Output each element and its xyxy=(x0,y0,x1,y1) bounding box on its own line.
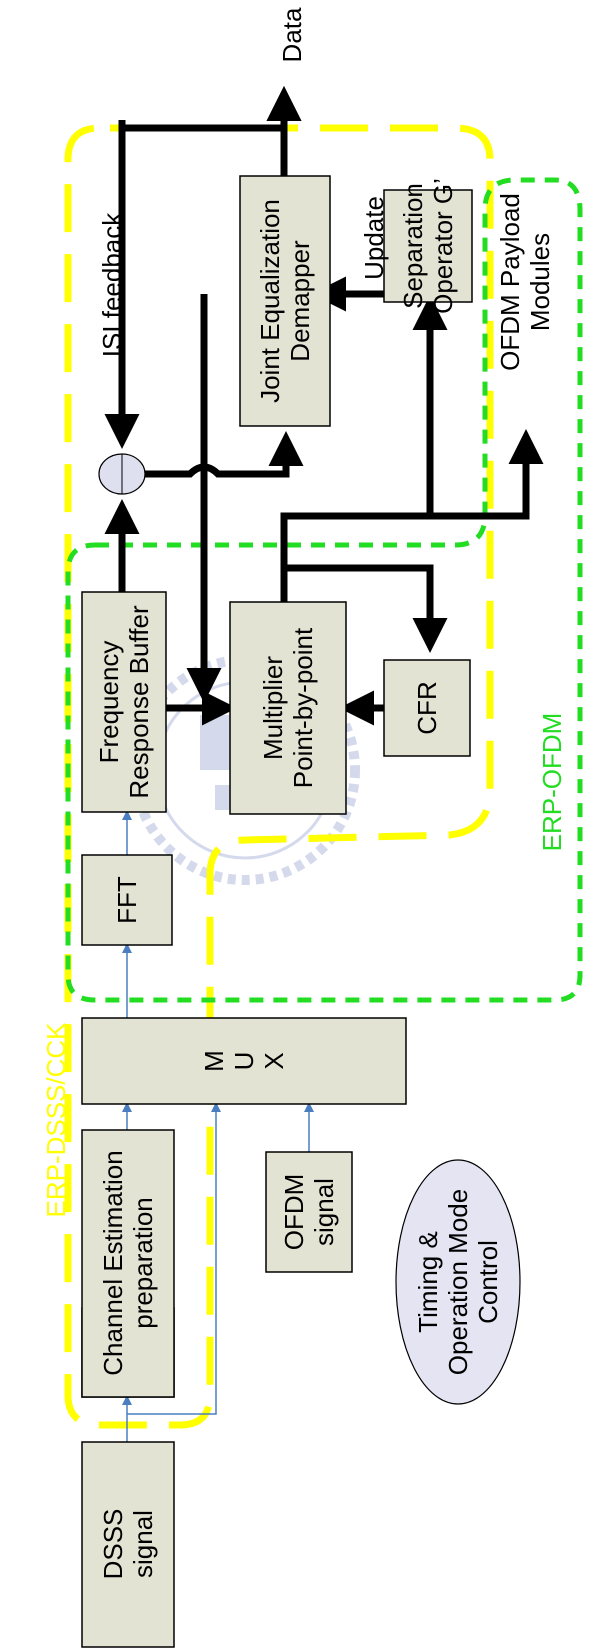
fft-block: FFT xyxy=(82,855,172,945)
ofdm-signal-label: OFDMsignal xyxy=(279,1174,339,1251)
update-label: Update xyxy=(359,196,389,280)
cfr-label: CFR xyxy=(412,681,442,734)
cfr-block: CFR xyxy=(384,660,470,756)
ofdm-signal-block: OFDMsignal xyxy=(266,1152,352,1272)
timing-control-block: Timing &Operation ModeControl xyxy=(396,1160,520,1404)
channel-estimation-block-main: Channel Estimationpreparation xyxy=(82,1130,174,1397)
dsss-signal-label: DSSSsignal xyxy=(98,1509,158,1580)
dsss-signal-block: DSSSsignal xyxy=(82,1442,174,1647)
separation-operator-label: SeparationOperator G’ xyxy=(398,178,458,314)
mux-label: MUX xyxy=(199,1050,289,1072)
ofdm-payload-label: OFDM PayloadModules xyxy=(495,193,555,371)
isi-feedback-label: ISI feedback xyxy=(97,212,127,358)
data-output-label: Data xyxy=(277,7,307,62)
erp-ofdm-label: ERP-OFDM xyxy=(537,713,567,852)
joint-equalization-block: Joint EqualizationDemapper xyxy=(240,176,330,426)
summing-node xyxy=(99,454,145,494)
multiplier-block: MultiplierPoint-by-point xyxy=(230,602,346,814)
mux-block: MUX xyxy=(82,1018,406,1104)
frequency-response-buffer-block: FrequencyResponse Buffer xyxy=(82,592,166,812)
separation-operator-block: SeparationOperator G’ xyxy=(384,178,472,314)
fft-label: FFT xyxy=(112,876,142,924)
erp-dsss-cck-label: ERP-DSSS/CCK xyxy=(41,1022,71,1218)
